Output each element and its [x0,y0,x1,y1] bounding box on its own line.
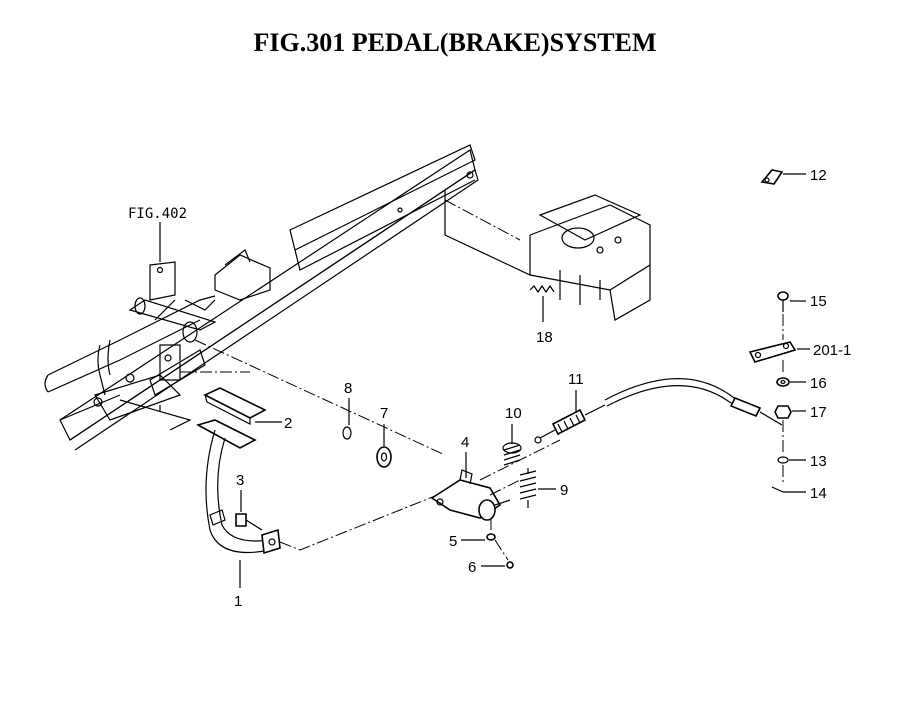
part-9-spring: 9 [519,468,568,508]
part-12-label: 12 [810,167,827,184]
part-10-spring: 10 [502,405,522,466]
part-9-label: 9 [560,482,568,499]
part-17-label: 17 [810,404,827,421]
part-11-brake-cable: 11 [534,371,783,444]
part-3-bolt: 3 [235,472,263,531]
part-201-1-label: 201-1 [813,342,851,359]
part-6-label: 6 [468,559,476,576]
part-12-clamp: 12 [760,167,827,185]
fig-402-reference-label: FIG.402 [128,206,187,222]
part-1-brake-pedal: 1 [195,419,451,610]
part-18-label: 18 [536,329,553,346]
part-5-pin: 5 [449,515,496,550]
part-4-label: 4 [461,434,469,451]
part-2-label: 2 [284,415,292,432]
part-8-label: 8 [344,380,352,397]
part-13-label: 13 [810,453,827,470]
part-14-label: 14 [810,485,827,502]
part-7-washer: 7 [376,405,392,468]
part-17-nut: 17 [774,404,827,455]
part-5-label: 5 [449,533,457,550]
chassis-frame [44,144,651,456]
part-3-label: 3 [236,472,244,489]
part-16-washer: 16 [776,375,827,392]
part-11-label: 11 [568,371,584,388]
part-13-washer: 13 [777,453,827,485]
part-2-pedal-pad: 2 [203,387,292,432]
figure-title: FIG.301 PEDAL(BRAKE)SYSTEM [253,28,657,57]
part-6-clip: 6 [468,539,514,576]
part-7-label: 7 [380,405,388,422]
figure-reference: FIG.402 [128,206,187,262]
part-10-label: 10 [505,405,522,422]
part-15-clevis-pin: 15 [777,291,827,340]
part-4-lever: 4 [430,434,561,521]
part-15-label: 15 [810,293,827,310]
part-201-1-link: 201-1 [748,341,851,375]
part-14-cotter-pin: 14 [771,485,827,502]
part-18-spring: 18 [529,284,555,346]
part-16-label: 16 [810,375,827,392]
part-8-circlip: 8 [342,380,352,440]
part-1-label: 1 [234,593,242,610]
